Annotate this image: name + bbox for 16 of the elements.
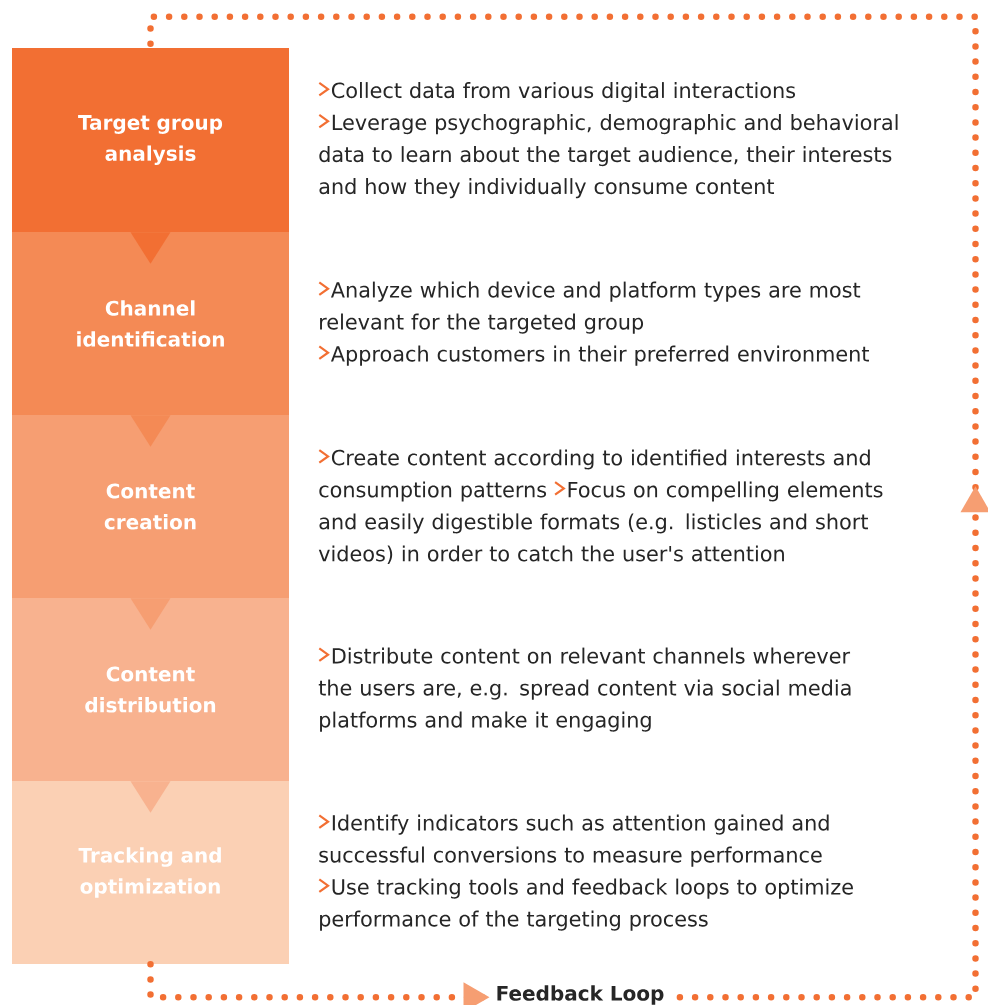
step-box: Channel identification xyxy=(12,232,289,415)
step-arrow xyxy=(130,415,171,447)
step-arrow xyxy=(130,232,171,264)
description-text: Collect data from various digital interactions Leverage psychographic, demographic and behavioral data to learn about the target audience, their interests and how they individually consume content xyxy=(318,82,898,199)
step-box: Content creation xyxy=(12,415,289,598)
description-text: Analyze which device and platform types are most relevant for the targeted group Approach customers in their preferred environment xyxy=(318,281,869,366)
step-box: Content distribution xyxy=(12,598,289,781)
description-text: Identify indicators such as attention gained and successful conversions to measure performance Use tracking tools and feedback loops to optimize performance of the targeting process xyxy=(318,814,853,931)
step-arrow xyxy=(130,598,171,630)
feedback-loop-arrow xyxy=(147,13,988,1005)
step-arrow xyxy=(130,781,171,813)
step-box: Tracking and optimization xyxy=(12,781,289,964)
description-text: Create content according to identified interests and consumption patterns Focus on compelling elements and easily digestible formats (e.g. listicles and short videos) in order to catch the user's attention xyxy=(318,449,883,564)
step-box: Target group analysis xyxy=(12,48,289,232)
edge-label: Feedback Loop xyxy=(497,985,664,1005)
description-text: Distribute content on relevant channels wherever the users are, e.g. spread content via social media platforms and make it engaging xyxy=(318,647,851,732)
